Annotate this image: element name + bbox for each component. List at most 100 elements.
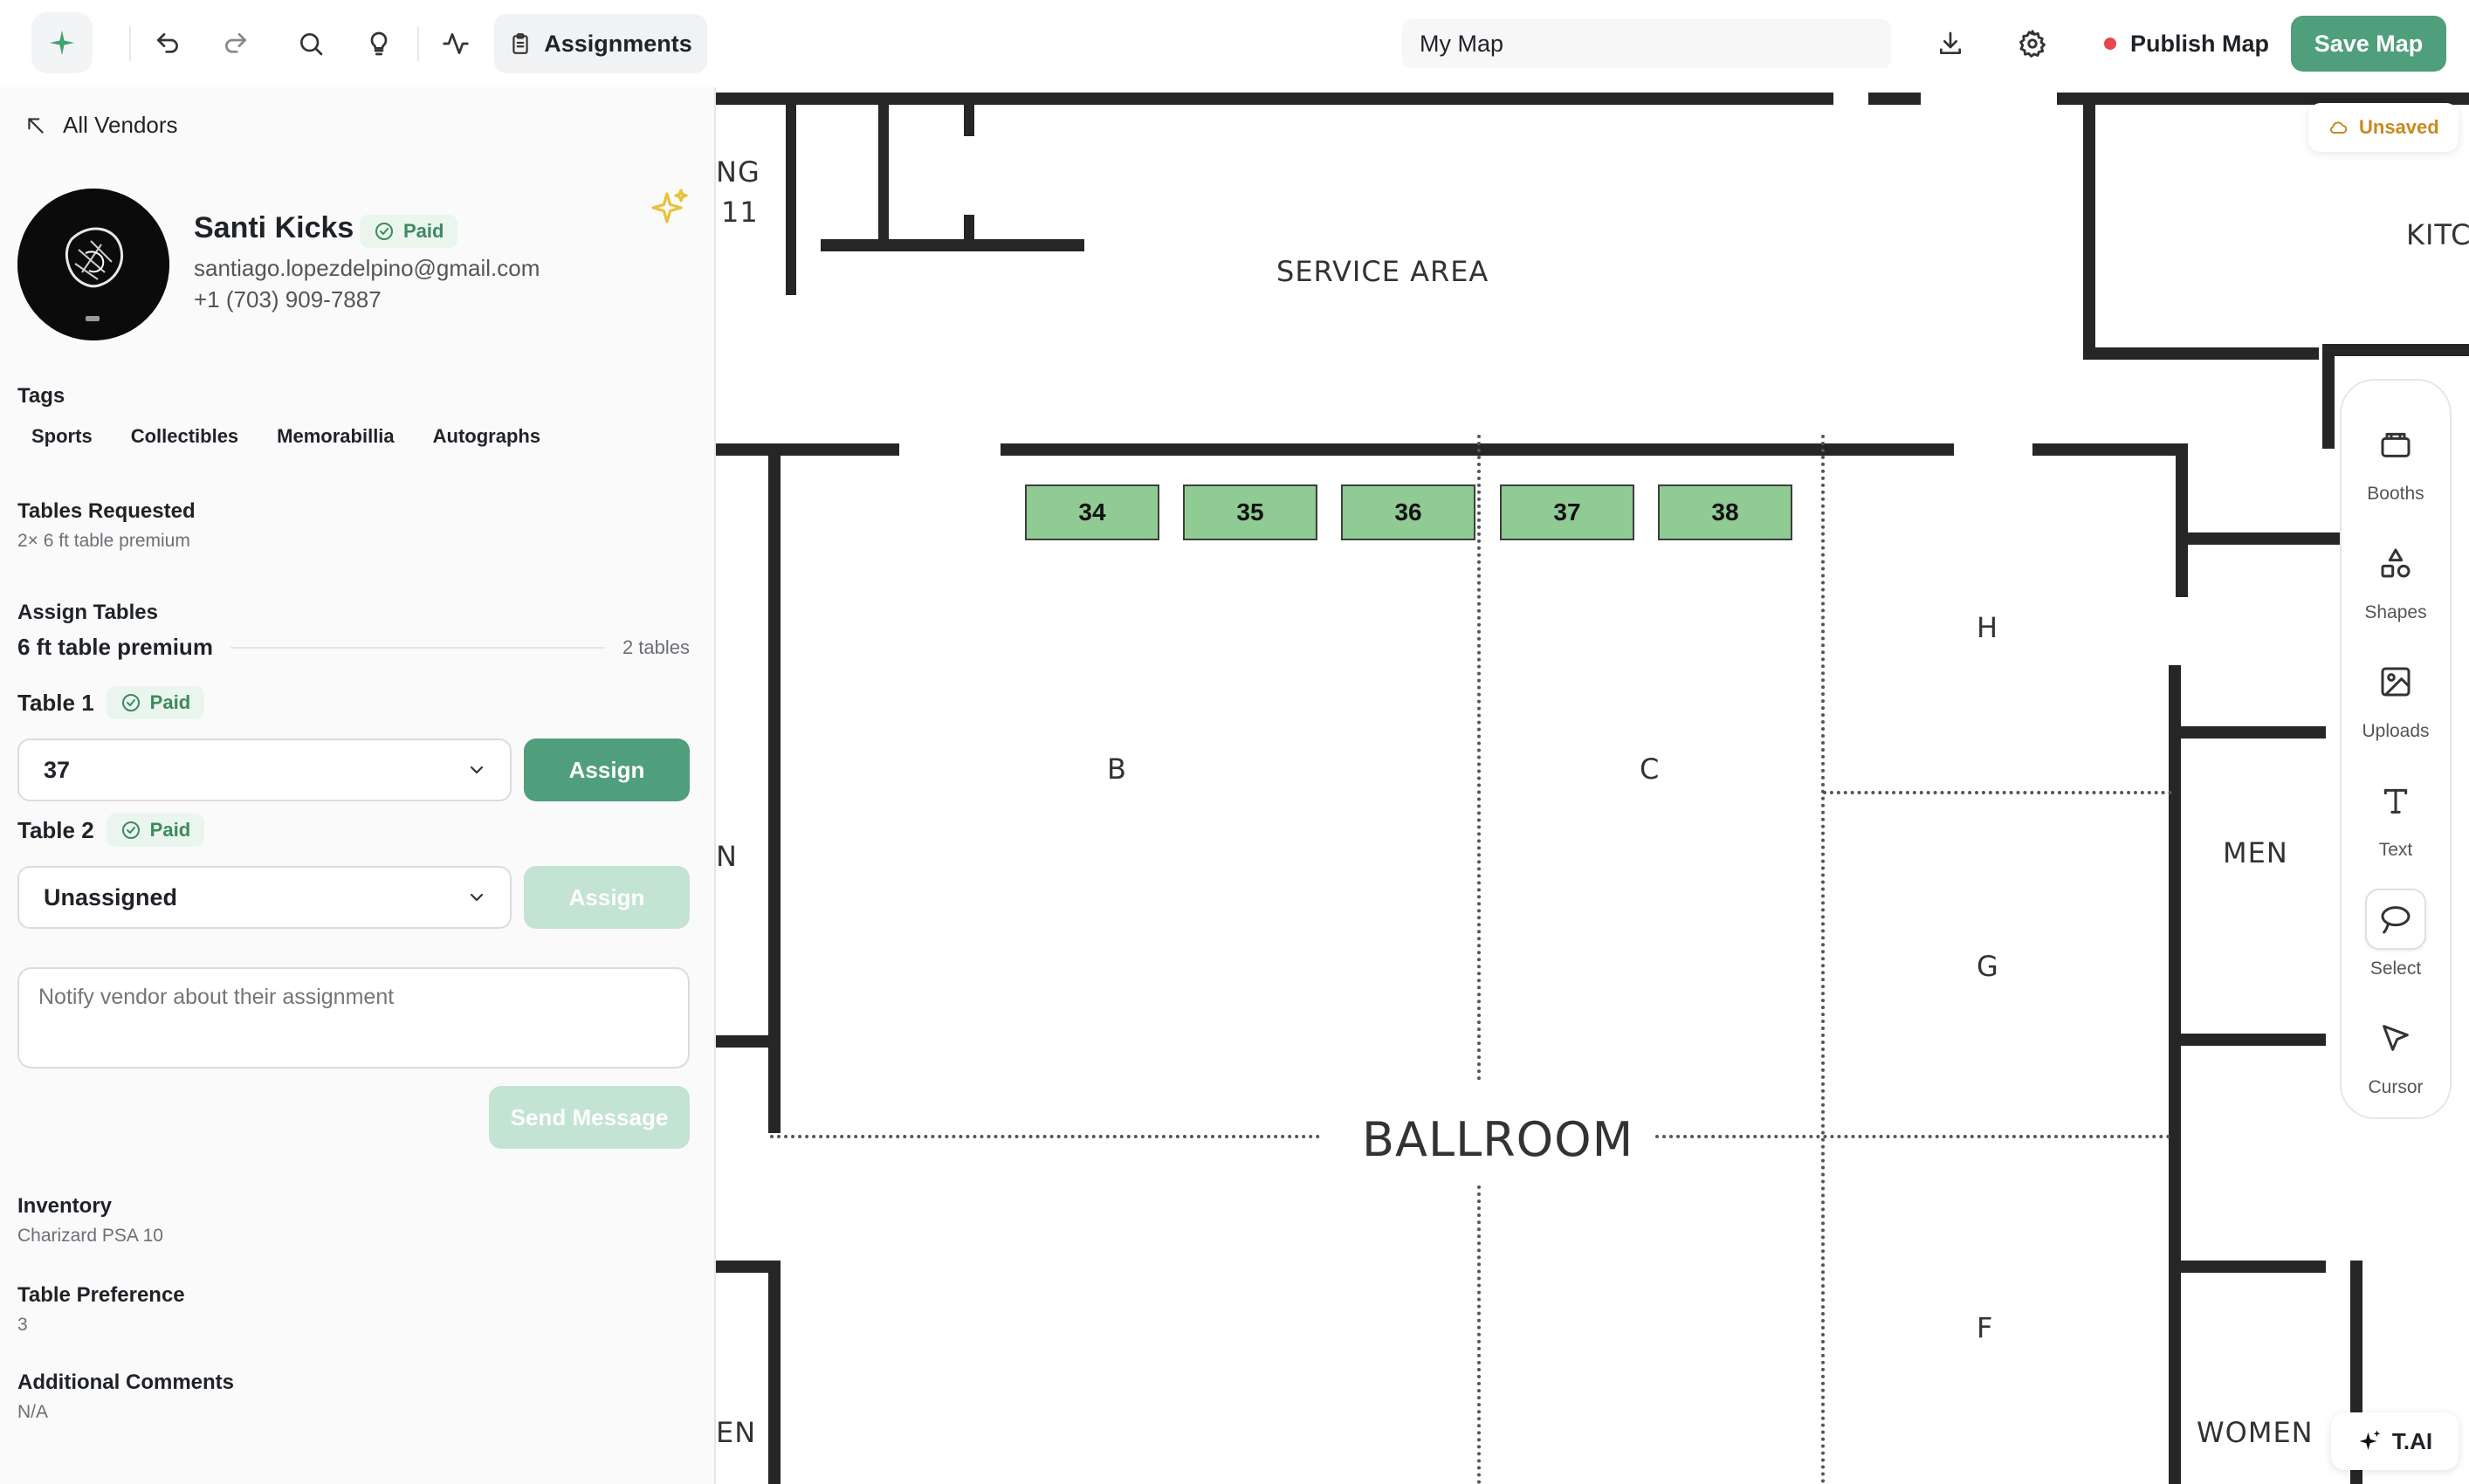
table-1-select[interactable]: 37 bbox=[17, 739, 512, 801]
redo-button[interactable] bbox=[208, 16, 264, 72]
cloud-icon bbox=[2329, 121, 2348, 134]
table-preference-label: Table Preference bbox=[17, 1283, 185, 1307]
vendor-phone: +1 (703) 909-7887 bbox=[194, 286, 382, 313]
floorplan-wall bbox=[768, 1261, 781, 1484]
table-2-selected-value: Unassigned bbox=[44, 883, 178, 910]
additional-comments-value: N/A bbox=[17, 1402, 49, 1422]
ai-sparkle-icon[interactable] bbox=[650, 187, 691, 229]
section-label-g: G bbox=[1977, 950, 1999, 983]
vendor-paid-badge: Paid bbox=[360, 215, 458, 248]
tool-text-icon-wrap bbox=[2365, 770, 2426, 831]
floorplan-wall bbox=[716, 443, 899, 456]
tool-booths[interactable]: Booths bbox=[2342, 414, 2450, 527]
top-bar: Assignments My Map Publish Map Save Map bbox=[0, 0, 2469, 87]
table-2-paid-label: Paid bbox=[149, 819, 191, 841]
floorplan-wall bbox=[716, 93, 1833, 105]
table-2-label-row: Table 2 Paid bbox=[17, 814, 205, 847]
lasso-icon bbox=[2381, 906, 2411, 934]
activity-button[interactable] bbox=[428, 16, 484, 72]
shapes-icon bbox=[2381, 548, 2411, 578]
booth-icon bbox=[2381, 432, 2411, 457]
tag-chip: Autographs bbox=[432, 425, 541, 447]
floorplan-wall bbox=[821, 239, 1084, 251]
floorplan-wall bbox=[2057, 93, 2469, 105]
table-type-row: 6 ft table premium 2 tables bbox=[17, 634, 690, 661]
tool-booths-icon-wrap bbox=[2365, 414, 2426, 475]
booth-37[interactable]: 37 bbox=[1500, 484, 1634, 540]
section-label-f: F bbox=[1977, 1311, 1994, 1344]
activity-icon bbox=[443, 33, 469, 54]
section-label-b: B bbox=[1107, 752, 1127, 786]
table-2-select[interactable]: Unassigned bbox=[17, 866, 512, 929]
image-icon bbox=[2381, 667, 2411, 697]
tool-select-icon-wrap bbox=[2365, 889, 2426, 950]
partition-line bbox=[1655, 1135, 2170, 1138]
assignments-tab[interactable]: Assignments bbox=[494, 14, 707, 73]
publish-map-button[interactable]: Publish Map bbox=[2094, 16, 2280, 72]
floorplan-wall bbox=[2176, 443, 2188, 597]
tool-cursor[interactable]: Cursor bbox=[2342, 1007, 2450, 1121]
room-label-women: WOMEN bbox=[2197, 1416, 2314, 1449]
floorplan-wall bbox=[2169, 726, 2326, 739]
notify-vendor-textarea[interactable] bbox=[17, 967, 690, 1068]
table-1-paid-badge: Paid bbox=[106, 686, 205, 719]
tool-uploads[interactable]: Uploads bbox=[2342, 651, 2450, 765]
map-canvas[interactable]: SERVICE AREA BALLROOM MEN WOMEN KITC NG … bbox=[716, 87, 2469, 1484]
sparkle-logo-icon bbox=[49, 30, 75, 56]
ideas-button[interactable] bbox=[351, 16, 407, 72]
save-map-button[interactable]: Save Map bbox=[2291, 16, 2446, 72]
vendor-email: santiago.lopezdelpino@gmail.com bbox=[194, 255, 540, 281]
ai-assistant-label: T.AI bbox=[2391, 1427, 2433, 1454]
room-label-service-area: SERVICE AREA bbox=[1276, 255, 1489, 288]
ai-assistant-button[interactable]: T.AI bbox=[2331, 1412, 2459, 1470]
undo-button[interactable] bbox=[140, 16, 196, 72]
table-preference-value: 3 bbox=[17, 1315, 28, 1335]
table-2-label: Table 2 bbox=[17, 816, 94, 843]
booth-35[interactable]: 35 bbox=[1183, 484, 1317, 540]
app-logo-button[interactable] bbox=[31, 12, 93, 73]
tool-select[interactable]: Select bbox=[2342, 889, 2450, 1002]
send-message-button[interactable]: Send Message bbox=[489, 1086, 690, 1149]
tool-booths-label: Booths bbox=[2367, 484, 2424, 504]
booth-34[interactable]: 34 bbox=[1025, 484, 1159, 540]
all-vendors-label: All Vendors bbox=[63, 112, 178, 138]
additional-comments-label: Additional Comments bbox=[17, 1371, 235, 1394]
check-circle-icon bbox=[375, 223, 393, 240]
floorplan-wall bbox=[716, 1035, 781, 1048]
partition-line bbox=[1477, 435, 1481, 1081]
tool-text[interactable]: Text bbox=[2342, 770, 2450, 883]
search-button[interactable] bbox=[283, 16, 339, 72]
inventory-label: Inventory bbox=[17, 1194, 113, 1218]
check-circle-icon bbox=[121, 694, 140, 711]
table-1-assign-button[interactable]: Assign bbox=[524, 739, 690, 801]
all-vendors-link[interactable]: All Vendors bbox=[24, 112, 178, 139]
booth-38[interactable]: 38 bbox=[1658, 484, 1792, 540]
redo-icon bbox=[225, 33, 246, 53]
floorplan-wall bbox=[878, 93, 889, 241]
tool-shapes[interactable]: Shapes bbox=[2342, 532, 2450, 646]
room-label-left-bottom: EN bbox=[716, 1416, 757, 1449]
floorplan-wall bbox=[964, 93, 974, 136]
settings-button[interactable] bbox=[2005, 16, 2060, 72]
tool-cursor-icon-wrap bbox=[2365, 1007, 2426, 1068]
floorplan-wall bbox=[2083, 347, 2319, 360]
download-button[interactable] bbox=[1922, 16, 1978, 72]
chevron-down-icon bbox=[470, 766, 484, 774]
room-label-kitchen: KITC bbox=[2406, 218, 2469, 251]
table-type-divider bbox=[230, 646, 605, 649]
floorplan-wall bbox=[2032, 443, 2188, 456]
floorplan-wall bbox=[2169, 665, 2181, 1484]
map-tools-palette: Booths Shapes Uploads Text Select Cursor bbox=[2340, 379, 2452, 1119]
vendor-sidebar: All Vendors Santi Kicks Paid santiago.lo… bbox=[0, 87, 716, 1484]
room-label-men: MEN bbox=[2223, 836, 2288, 869]
vendor-name: Santi Kicks bbox=[194, 211, 354, 244]
cursor-arrow-icon bbox=[2383, 1025, 2409, 1051]
booth-36[interactable]: 36 bbox=[1341, 484, 1475, 540]
map-title-input[interactable]: My Map bbox=[1402, 19, 1891, 68]
section-label-h: H bbox=[1977, 611, 1999, 644]
table-2-assign-button[interactable]: Assign bbox=[524, 866, 690, 929]
table-1-label: Table 1 bbox=[17, 689, 94, 716]
tags-label: Tags bbox=[17, 384, 65, 408]
inventory-value: Charizard PSA 10 bbox=[17, 1226, 163, 1246]
tool-uploads-label: Uploads bbox=[2362, 721, 2430, 741]
